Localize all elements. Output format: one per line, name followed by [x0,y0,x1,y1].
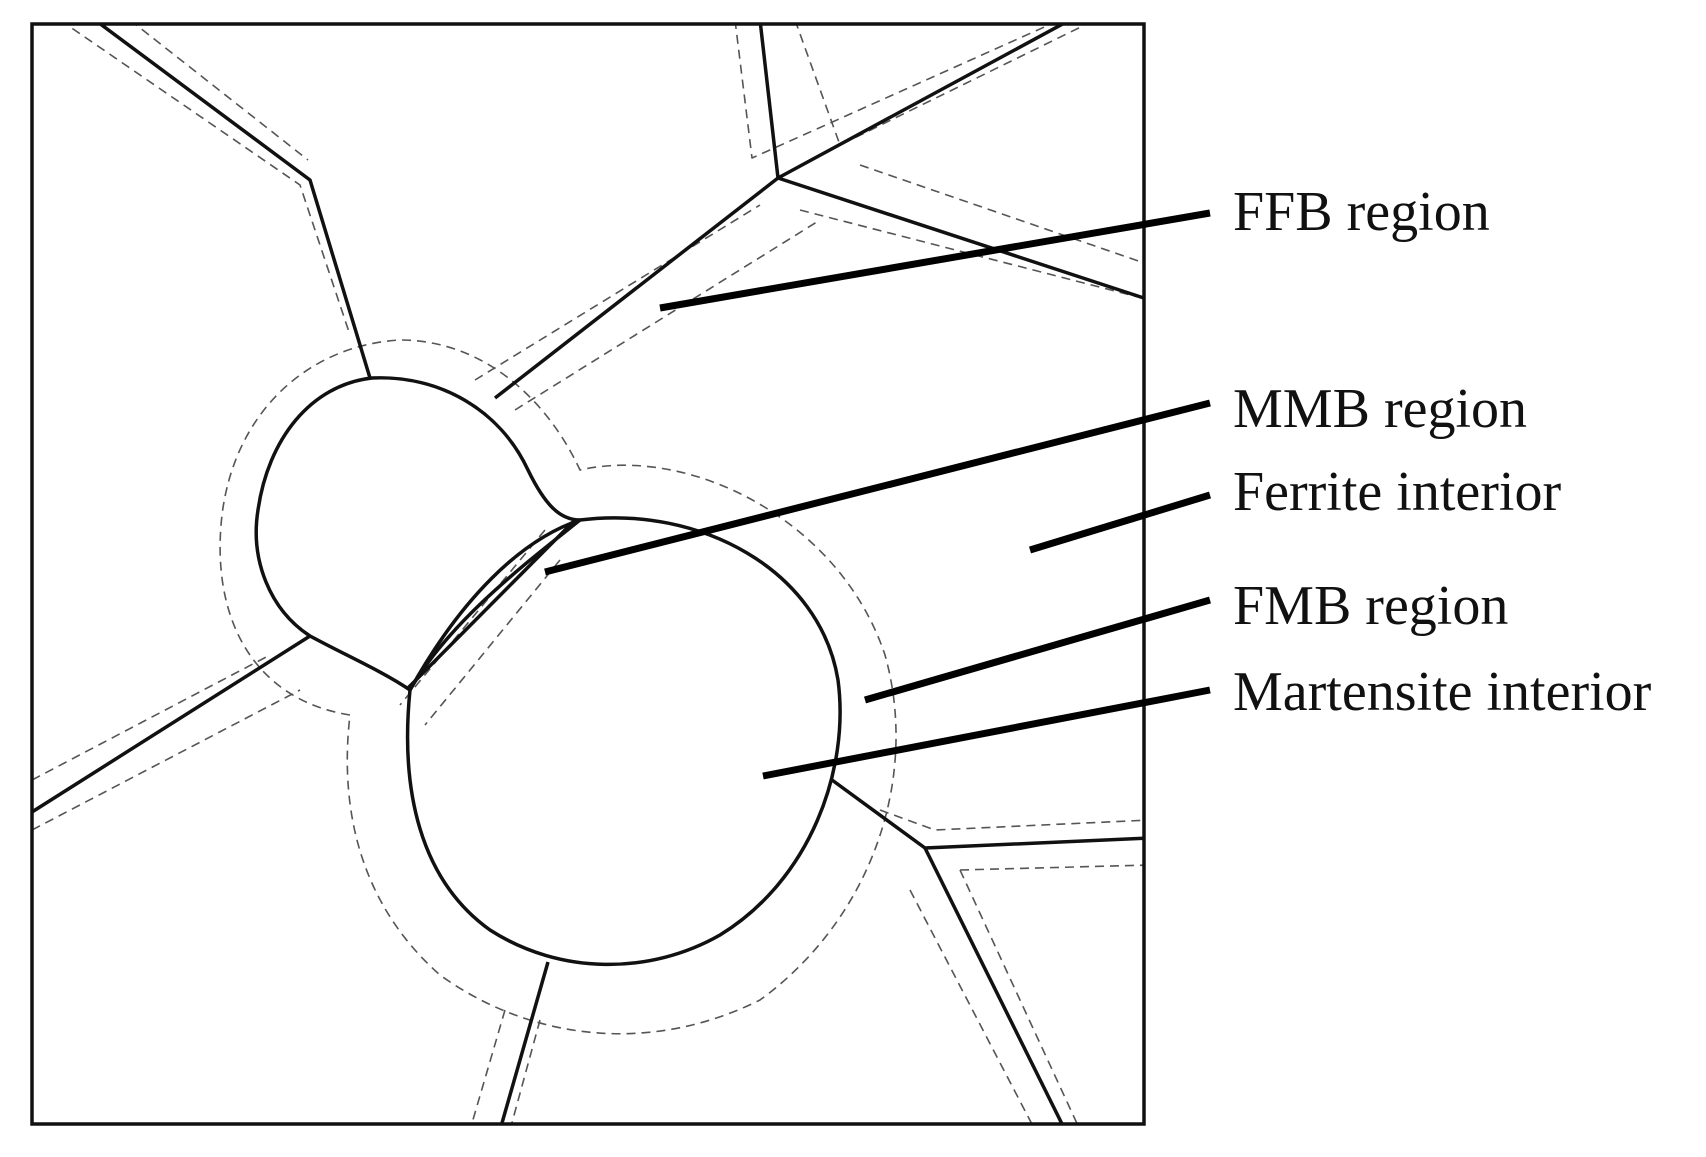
martensite-interior-leader-line [762,686,1211,780]
boundary-line [493,176,780,400]
mmb-leader-line [544,399,1211,576]
dashed-line [399,529,546,706]
dashed-line [514,219,821,411]
boundary-line [32,634,311,814]
dashed-line [909,889,1033,1124]
grain-boundaries [32,24,1144,1124]
dashed-line [470,1009,506,1124]
dashed-line [474,204,761,381]
boundary-line [777,176,1144,300]
grain-structure [32,24,1144,1124]
dashed-line [879,809,1144,831]
boundary-line [923,847,1064,1124]
mmb-label: MMB region [1233,378,1527,440]
boundary-line [97,24,372,379]
boundary-line [499,961,550,1124]
fmb-label: FMB region [1233,575,1508,637]
region-labels: FFB region MMB region Ferrite interior F… [1233,181,1652,723]
ffb-label: FFB region [1233,181,1490,243]
martensite-interior-label: Martensite interior [1233,661,1652,723]
dashed-line [32,689,301,831]
ferrite-interior-label: Ferrite interior [1233,461,1561,523]
dashed-line [424,559,561,726]
martensite-island-small [254,376,582,692]
dashed-line [64,24,351,336]
dashed-line [510,1019,541,1124]
dashed-line [32,654,271,781]
fmb-leader-line [864,596,1211,704]
martensite-islands [254,376,842,967]
specimen-frame [30,22,1146,1126]
dashed-line [133,24,309,161]
dashed-line [795,24,1089,146]
leader-lines [544,209,1212,780]
ffb-leader-line [659,209,1211,312]
dashed-line [959,864,1144,871]
ferrite-interior-leader-line [1028,491,1212,554]
dashed-line [959,869,1079,1124]
dashed-line [734,24,1054,159]
martensite-island-large [405,516,842,967]
dashed-island-outline [219,339,897,1035]
dashed-line [859,164,1144,264]
boundary-line [830,778,1144,850]
boundary-line [758,24,1067,180]
